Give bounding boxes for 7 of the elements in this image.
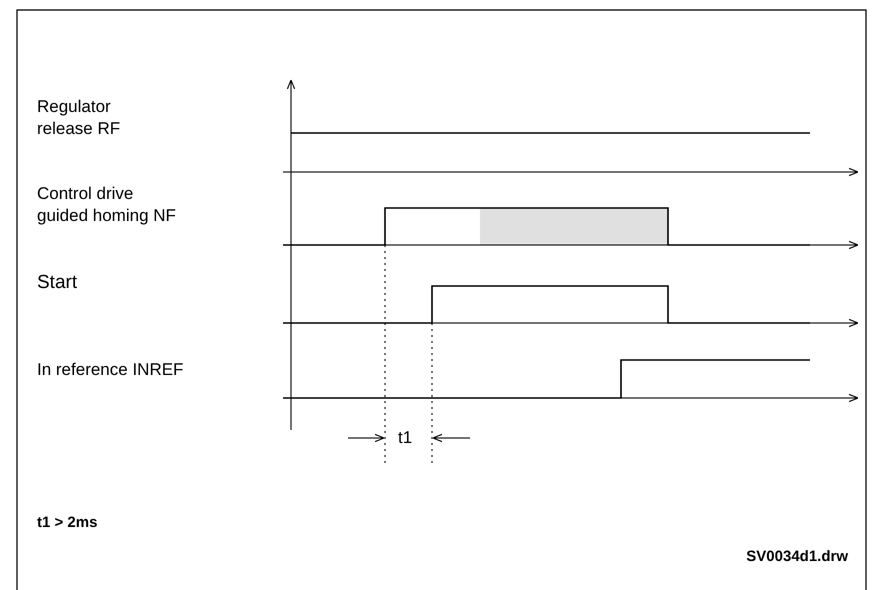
- signal-name: Start: [37, 272, 78, 293]
- dimension-label: t1: [398, 428, 412, 447]
- signal-name: Control drive guided homing NF: [37, 184, 176, 225]
- signal-name: In reference INREF: [37, 360, 184, 379]
- file-name: SV0034d1.drw: [746, 548, 848, 565]
- note-text: t1 > 2ms: [37, 514, 98, 531]
- signal-name: Regulator release RF: [37, 97, 120, 138]
